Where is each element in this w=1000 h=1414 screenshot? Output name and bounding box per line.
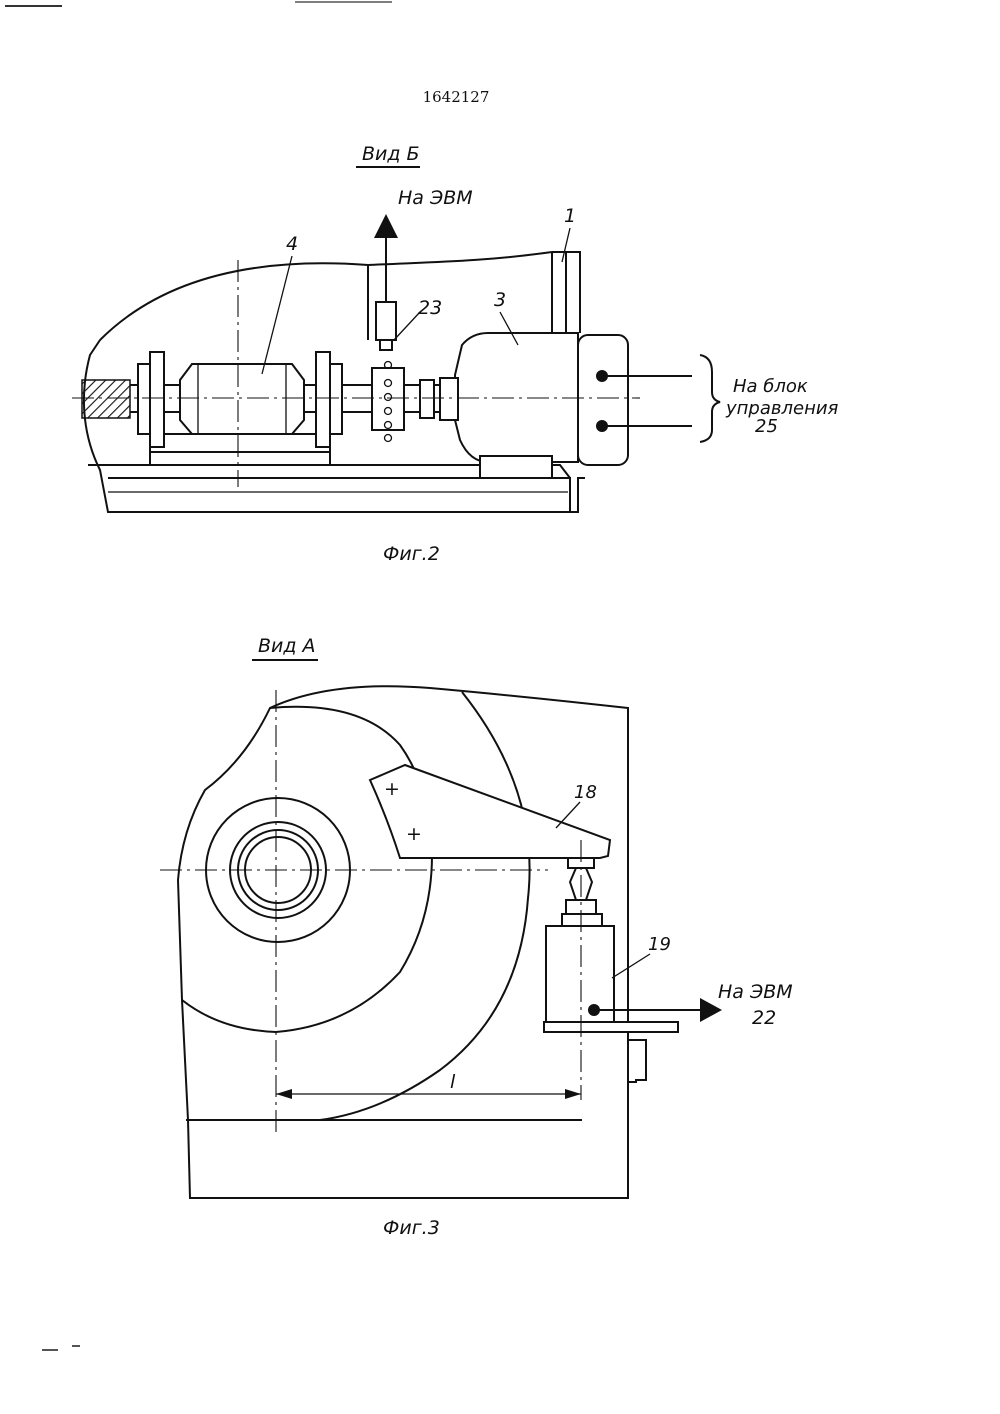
- scan-marks: [5, 2, 392, 1350]
- fig2-brace-label-3: 25: [755, 416, 778, 437]
- fig2-caption: Фиг.2: [383, 543, 440, 565]
- fig3-arrow-label: На ЭВМ: [718, 981, 793, 1003]
- fig3-sensor-19: [546, 926, 614, 1022]
- fig2-hatched-shaft: [82, 380, 130, 418]
- fig2-motor-3-hub: [440, 378, 458, 420]
- fig2-view-title: Вид Б: [362, 143, 420, 165]
- fig3-arrow-ref: 22: [752, 1007, 776, 1029]
- fig3-callout-18: 18: [574, 782, 597, 803]
- fig2-callout-1: 1: [564, 205, 576, 227]
- fig2-callout-3: 3: [494, 289, 506, 311]
- fig2-support-base: [150, 434, 330, 465]
- figure-3: Вид А + + На ЭВМ 22: [160, 635, 793, 1239]
- fig2-flange-right-1: [316, 352, 330, 447]
- fig2-callout-4: 4: [286, 233, 298, 255]
- fig2-flange-left-2: [150, 352, 164, 447]
- document-number: 1642127: [423, 88, 490, 106]
- fig3-sensor-cap: [562, 914, 602, 926]
- fig2-flange-right-2: [330, 364, 342, 434]
- fig2-motor-3-foot: [480, 456, 552, 478]
- fig3-callout-19: 19: [648, 934, 671, 955]
- fig2-sensor-23-tip: [380, 340, 392, 350]
- fig3-plus-mark-1: +: [384, 778, 400, 800]
- fig3-dimension: [276, 1089, 581, 1099]
- figure-2: Вид Б: [72, 143, 839, 565]
- fig2-output-arrow: [374, 214, 398, 238]
- fig3-plus-mark-2: +: [406, 823, 422, 845]
- fig3-caption: Фиг.3: [383, 1217, 440, 1239]
- fig2-frame-1: [552, 252, 580, 333]
- fig2-callout-23: 23: [418, 297, 442, 319]
- fig3-sensor-plate: [544, 1022, 678, 1032]
- fig2-flange-left-1: [138, 364, 150, 434]
- fig2-leader-4: [262, 256, 292, 374]
- fig3-middle-arc: [182, 707, 432, 1032]
- fig2-brace-label-2: управления: [725, 398, 839, 419]
- fig2-sensor-23: [376, 302, 396, 340]
- fig2-terminal-box: [578, 335, 628, 465]
- fig3-leader-19: [612, 954, 650, 978]
- fig3-outer-arc: [320, 692, 530, 1120]
- fig2-brace: [700, 355, 720, 442]
- fig2-coupling: [372, 368, 404, 430]
- fig2-coupling-hub: [420, 380, 434, 418]
- fig3-side-bracket: [628, 1040, 646, 1082]
- fig2-brace-label-1: На блок: [733, 376, 808, 397]
- fig2-leader-23: [394, 312, 420, 340]
- fig3-view-title: Вид А: [258, 635, 316, 657]
- fig3-dimension-label: l: [450, 1071, 456, 1093]
- fig2-arrow-label: На ЭВМ: [398, 187, 473, 209]
